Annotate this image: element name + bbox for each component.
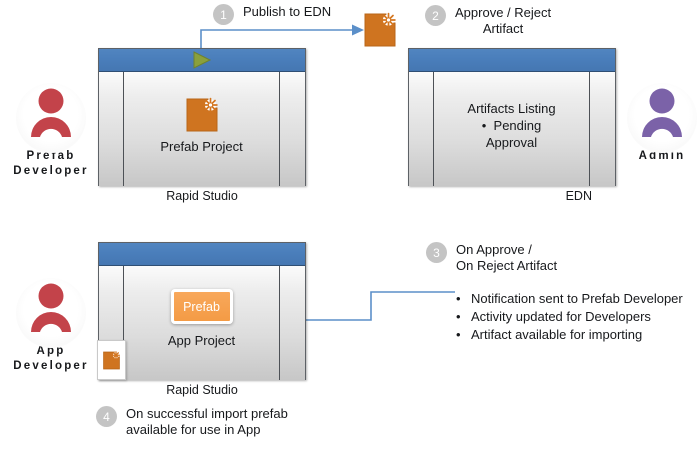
artifact-icon (103, 350, 120, 369)
actor-label-line1: App (36, 345, 66, 357)
step-label-line1: On successful import prefab (126, 406, 288, 421)
window-pane-left (409, 72, 434, 186)
list-item: • Artifact available for importing (456, 326, 696, 344)
window-pane-left (99, 266, 124, 380)
artifact-icon (186, 97, 218, 131)
actor-app-developer: App Developer (5, 278, 97, 374)
connector-publish-to-edn (200, 24, 364, 49)
window-pane-center: Prefab Project (124, 72, 280, 186)
artifacts-listing-title: Artifacts Listing (467, 100, 556, 116)
person-icon (642, 88, 682, 137)
window-body: Prefab Project (99, 72, 305, 186)
artifacts-listing: Artifacts Listing • Pending Approval (467, 100, 555, 151)
window-frame: Prefab Project (98, 48, 306, 186)
artifacts-listing-bullet: • Pending (467, 117, 555, 134)
actor-label: App Developer (5, 344, 97, 374)
step-number-badge: 1 (213, 4, 234, 25)
outcome-list: • Notification sent to Prefab Developer … (456, 290, 696, 344)
bullet-dot: • (481, 117, 494, 133)
list-item-line2: Developer (623, 291, 683, 306)
bullet-dot: • (456, 291, 461, 306)
window-body: Prefab App Project (97, 266, 305, 380)
step-label-line1: On Approve / (456, 242, 532, 257)
step-label-line2: available for use in App (126, 422, 261, 437)
window-frame: Artifacts Listing • Pending Approval (408, 48, 616, 186)
step-label-line1: Publish to EDN (243, 4, 332, 19)
step-4: 4 On successful import prefab available … (96, 406, 288, 438)
step-1: 1 Publish to EDN (213, 4, 331, 25)
window-title-bar (99, 243, 305, 266)
window-pane-center: Prefab App Project (124, 266, 280, 380)
window-title-bar (99, 49, 305, 72)
step-label: Publish to EDN (243, 4, 331, 20)
window-body: Artifacts Listing • Pending Approval (409, 72, 615, 186)
actor-glow (627, 83, 697, 153)
prefab-chip[interactable]: Prefab (170, 289, 233, 324)
step-label: Approve / Reject Artifact (455, 5, 551, 37)
window-pane-left (99, 72, 124, 186)
list-item-text: Activity updated for Developers (471, 309, 651, 324)
step-2: 2 Approve / Reject Artifact (425, 5, 551, 37)
project-label: App Project (167, 333, 236, 348)
artifacts-listing-bullet-text2: Approval (485, 134, 538, 150)
actor-label: Admin (616, 149, 700, 164)
step-label-line2: On Reject Artifact (456, 258, 558, 273)
list-item: • Notification sent to Prefab Developer (456, 290, 696, 308)
artifacts-listing-bullet-text: Pending (493, 117, 542, 133)
actor-label-line2: Developer (13, 360, 89, 372)
list-item-text: Artifact available for importing (471, 327, 643, 342)
actor-label-line2: Developer (13, 165, 89, 177)
window-edn[interactable]: Artifacts Listing • Pending Approval EDN (408, 48, 616, 203)
window-frame: Prefab App Project (97, 242, 306, 380)
step-label-line2: Artifact (482, 21, 524, 36)
window-caption: Rapid Studio (166, 189, 238, 203)
window-pane-right (280, 266, 305, 380)
actor-glow (16, 278, 86, 348)
project-label: Prefab Project (160, 138, 243, 154)
imported-artifact-badge[interactable] (97, 340, 126, 380)
actor-prefab-developer: Prefab Developer (5, 83, 97, 179)
play-triangle-icon[interactable] (192, 51, 212, 69)
list-item-line1: Notification sent to Prefab (471, 291, 620, 306)
person-icon (31, 283, 71, 332)
step-3: 3 On Approve / On Reject Artifact (426, 242, 557, 274)
window-prefab-rapid-studio[interactable]: Prefab Project Rapid Studio (98, 48, 306, 203)
actor-label-line1: Prefab (26, 150, 76, 162)
actor-label: Prefab Developer (5, 149, 97, 179)
bullet-dot: • (456, 327, 461, 342)
window-pane-center: Artifacts Listing • Pending Approval (434, 72, 590, 186)
window-pane-right (280, 72, 305, 186)
bullet-dot: • (456, 309, 461, 324)
window-title-bar (409, 49, 615, 72)
artifact-icon (364, 12, 396, 47)
list-item: • Activity updated for Developers (456, 308, 696, 326)
published-artifact (362, 11, 398, 54)
window-caption: EDN (565, 189, 592, 203)
actor-admin: Admin (616, 83, 700, 164)
connector-on-approve-reject (284, 291, 455, 326)
step-number-badge: 2 (425, 5, 446, 26)
step-label-line1: Approve / Reject (455, 5, 552, 20)
window-caption: Rapid Studio (166, 383, 238, 397)
actor-label-line1: Admin (638, 150, 686, 162)
step-number-badge: 4 (96, 406, 117, 427)
step-number-badge: 3 (426, 242, 447, 263)
list-item-text: Notification sent to Prefab Developer (471, 290, 683, 308)
step-label: On Approve / On Reject Artifact (456, 242, 557, 274)
window-app-rapid-studio[interactable]: Prefab App Project (97, 242, 306, 397)
step-label: On successful import prefab available fo… (126, 406, 288, 438)
window-pane-right (590, 72, 615, 186)
person-icon (31, 88, 71, 137)
actor-glow (16, 83, 86, 153)
